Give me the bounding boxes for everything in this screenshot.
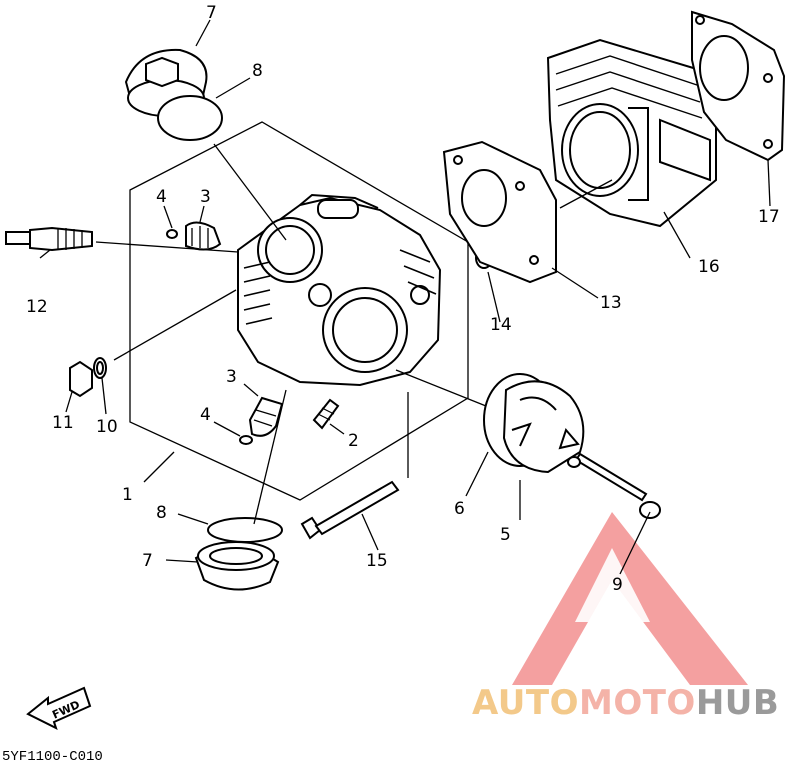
leader-lines (39, 19, 771, 575)
valve-cap-bottom (194, 517, 283, 591)
watermark-logo: AUTOMOTOHUB (472, 512, 779, 723)
watermark-hub: HUB (696, 683, 779, 723)
callout-6: 6 (454, 499, 465, 519)
callout-17: 17 (758, 207, 780, 227)
cylinder-base-gasket (442, 140, 557, 284)
forward-direction-indicator: FWD (26, 686, 92, 730)
cylinder-head-gasket (691, 10, 786, 162)
cylinder-block (546, 38, 717, 228)
callout-2: 2 (348, 431, 359, 451)
side-cover (483, 373, 585, 474)
callout-3b: 3 (226, 367, 237, 387)
callout-3a: 3 (200, 187, 211, 207)
watermark-inner-triangle-icon (575, 548, 650, 622)
callout-7b: 7 (142, 551, 153, 571)
callout-5: 5 (500, 525, 511, 545)
callout-11: 11 (52, 413, 74, 433)
callout-7a: 7 (206, 3, 217, 23)
callout-labels: 7 8 4 3 12 3 4 2 10 11 1 8 7 15 6 5 9 14… (26, 3, 780, 595)
callout-13: 13 (600, 293, 622, 313)
callout-4b: 4 (200, 405, 211, 425)
callout-16: 16 (698, 257, 720, 277)
callout-12: 12 (26, 297, 48, 317)
callout-1: 1 (122, 485, 133, 505)
catalog-code: 5YF1100-C010 (2, 749, 103, 765)
callout-9: 9 (612, 575, 623, 595)
valve-cap-top (124, 48, 223, 141)
callout-8a: 8 (252, 61, 263, 81)
callout-14: 14 (490, 315, 512, 335)
callout-4a: 4 (156, 187, 167, 207)
assembly-outline (129, 121, 469, 501)
cylinder-head-drawing (237, 193, 442, 387)
watermark-moto: MOTO (579, 683, 696, 723)
callout-15: 15 (366, 551, 388, 571)
callout-10: 10 (96, 417, 118, 437)
watermark-auto: AUTO (472, 683, 579, 723)
fwd-arrow-icon (26, 686, 92, 730)
callout-8b: 8 (156, 503, 167, 523)
small-parts (5, 221, 661, 540)
svg-text:AUTOMOTOHUB: AUTOMOTOHUB (472, 683, 779, 723)
